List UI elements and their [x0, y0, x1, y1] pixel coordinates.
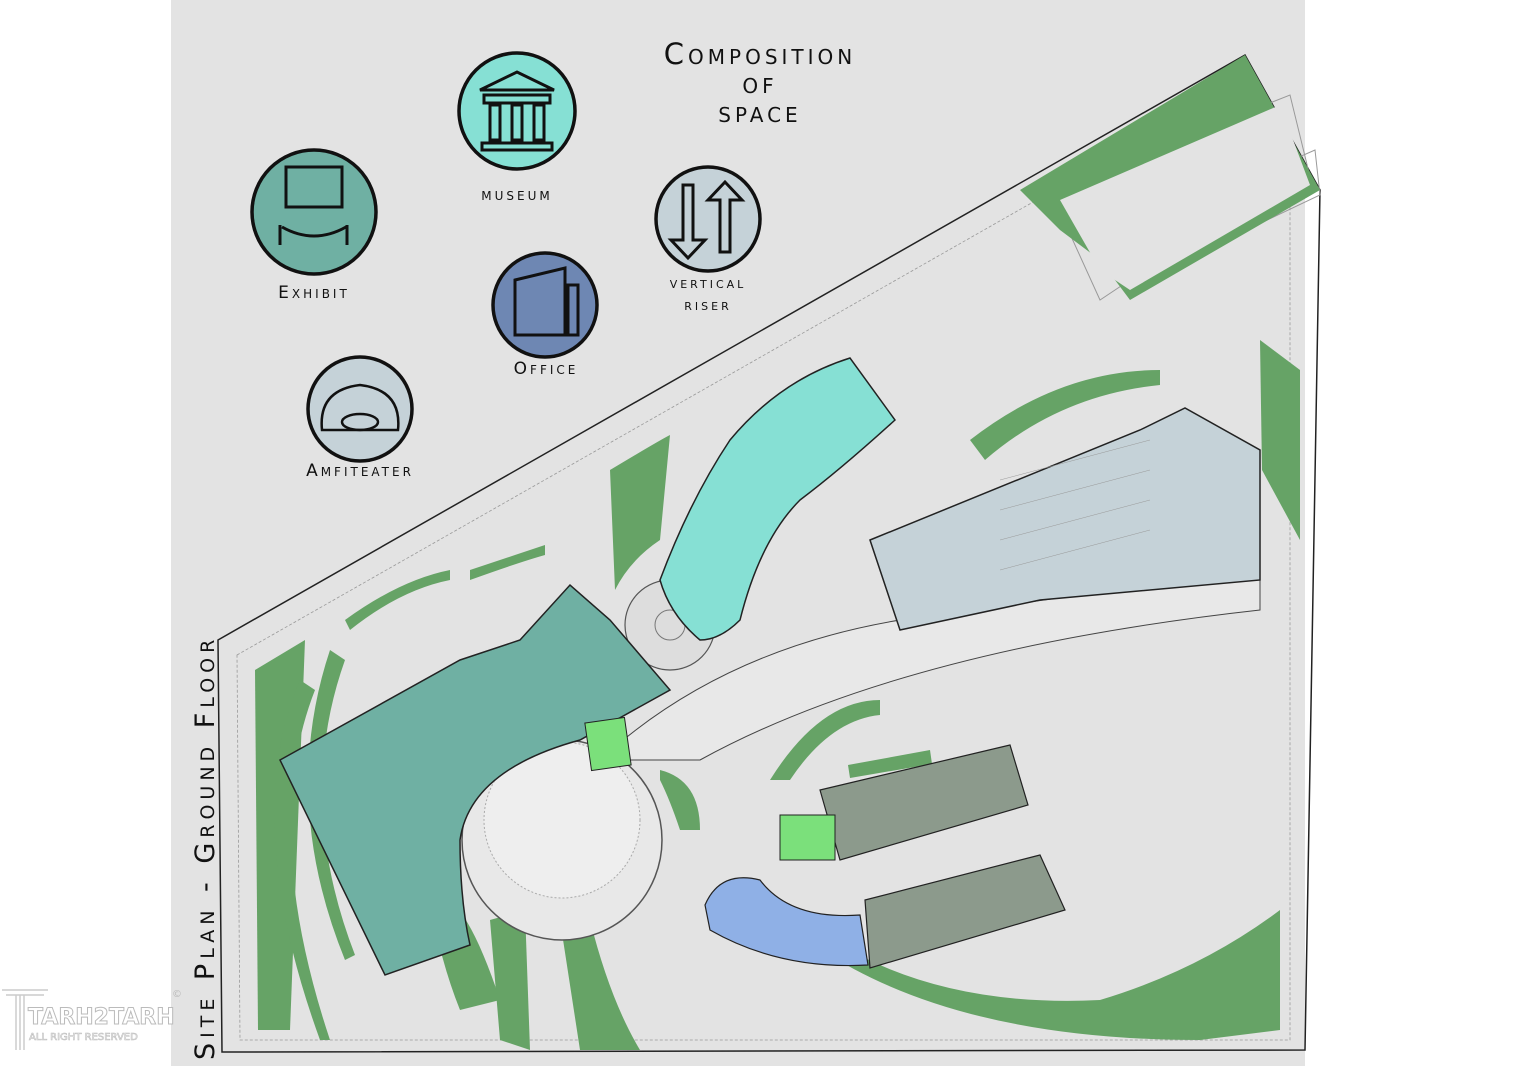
site-boundary [217, 53, 1321, 1053]
copyright-symbol: © [172, 989, 182, 1000]
legend-label-exhibit: Exhibit [278, 283, 350, 303]
title-line-2: of [742, 66, 778, 100]
legend-label-vertical: vertical [669, 274, 747, 292]
exhibit-icon [250, 148, 378, 276]
watermark-logo: TARH2TARH ALL RIGHT RESERVED © [0, 985, 185, 1055]
title-line-3: space [718, 95, 802, 129]
exhibit-wing [279, 583, 672, 976]
auditorium-block [869, 407, 1261, 631]
legend-label-museum: museum [481, 185, 553, 205]
vertical-riser-icon [654, 165, 762, 273]
side-title: Site Plan - Ground Floor [190, 634, 221, 1060]
legend-label-riser: riser [684, 296, 732, 314]
page-title: Composition of space [600, 40, 920, 127]
amphitheater-icon [306, 355, 414, 463]
watermark-brand: TARH2TARH [28, 1005, 176, 1031]
legend-icons [250, 51, 762, 463]
museum-icon-glyph [479, 70, 555, 152]
legend-label-office: Office [513, 359, 579, 379]
office-block-blue [704, 877, 869, 967]
office-building-icon [491, 251, 599, 359]
title-line-1: Composition [663, 37, 857, 71]
watermark-rights: ALL RIGHT RESERVED [29, 1032, 138, 1044]
main-corridor [598, 569, 1261, 761]
museum-wing [659, 357, 897, 641]
museum-icon [457, 51, 577, 171]
legend-label-amfiteater: Amfiteater [306, 461, 414, 481]
